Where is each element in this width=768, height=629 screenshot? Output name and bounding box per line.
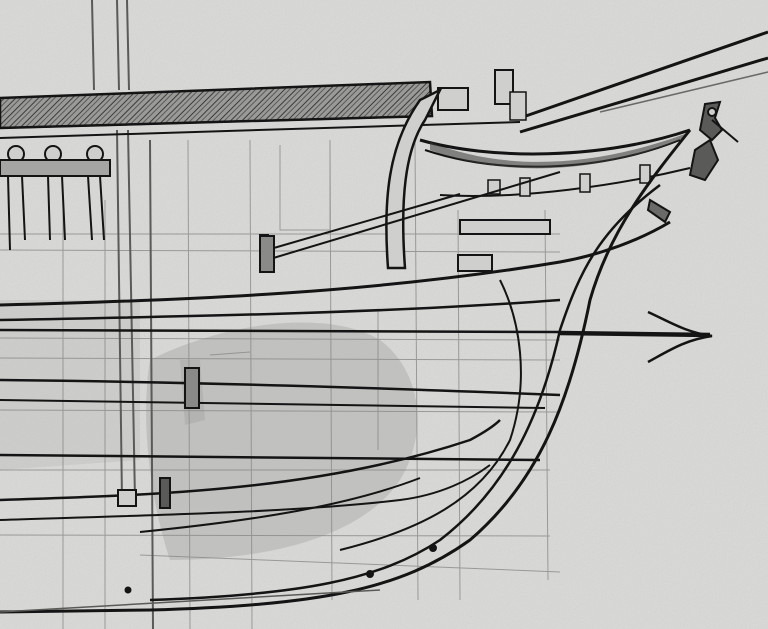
mast-posts <box>91 0 154 629</box>
hull-planking <box>0 220 711 533</box>
keel-fittings <box>117 235 437 594</box>
forecastle-head <box>419 128 691 272</box>
bow-knee <box>385 87 443 270</box>
upper-deck-rail <box>0 69 527 139</box>
deck-guns <box>0 145 111 251</box>
stem-profile <box>0 129 692 614</box>
bowsprit <box>519 30 768 134</box>
direction-arrow <box>559 310 713 364</box>
figurehead <box>688 100 739 182</box>
construction-grid <box>0 139 561 629</box>
